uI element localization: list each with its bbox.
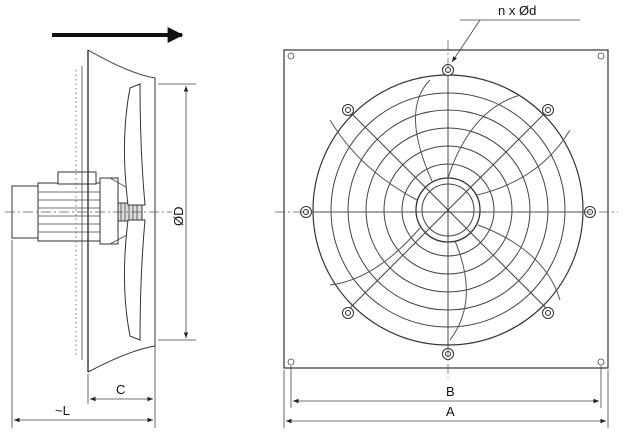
dim-b-label: B	[446, 384, 455, 399]
dim-l-label: ~L	[55, 403, 70, 418]
side-view: ØD C ~L	[5, 49, 196, 428]
holes-label: n x Ød	[498, 3, 536, 18]
diameter-label: ØD	[171, 207, 186, 227]
terminal-box	[57, 171, 97, 185]
mounting-holes	[300, 64, 596, 360]
front-view: n x Ød B A	[275, 3, 618, 428]
motor-flange	[99, 177, 119, 245]
fan-blades	[329, 79, 571, 341]
fan-blade-top	[123, 83, 146, 206]
dim-c-label: C	[116, 382, 125, 397]
motor-fins	[38, 191, 100, 233]
fan-blade-bottom	[123, 219, 146, 341]
dim-a-label: A	[446, 404, 455, 419]
